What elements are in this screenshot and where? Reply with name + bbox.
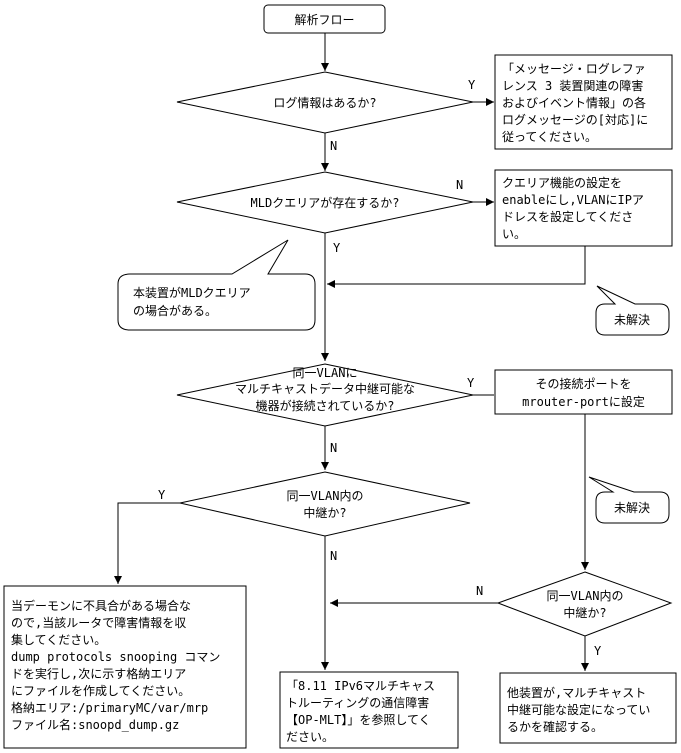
speech-bubble [588,476,670,524]
box-text-line: にファイルを作成してください。 [11,684,190,698]
decision-diamond [176,171,474,234]
box-text-line: 「メッセージ・ログレファ [502,62,646,76]
process-box [494,369,673,415]
box-text-line: およびイベント情報」の各 [502,95,646,110]
decision-label: 中継か? [563,605,606,620]
decision-diamond [179,471,471,537]
box-text-line: ので,当該ルータで障害情報を収 [11,615,186,630]
box-text-line: enableにし,VLANにIPア [502,193,644,207]
decision-log-info: ログ情報はあるか? [176,71,474,134]
edge-label-mld-yes: Y [333,241,341,255]
box-text-line: 【OP-MLT】」を参照してく [286,712,431,727]
box-text-line: dump protocols snooping コマン [11,650,220,664]
box-text-line: クエリア機能の設定を [502,175,622,190]
decision-same-vlan-connected: 同一VLANに マルチキャストデータ中継可能な 機器が接続されているか? [176,363,474,427]
box-text-line: 従ってください。 [502,130,597,144]
decision-label: 同一VLANに [293,366,358,380]
box-text-line: 格納エリア:/primaryMC/var/mrp [11,700,208,715]
box-collect-fault-info: 当デーモンに不具合がある場合な ので,当該ルータで障害情報を収 集してください。… [3,585,247,749]
edge-label-relay-right-yes: Y [594,644,602,658]
box-mrouter-port: その接続ポートを mrouter-portに設定 [494,369,673,415]
edge-label-log-no: N [330,139,337,153]
edge-label-relay-right-no: N [476,584,483,598]
decision-label: 中継か? [303,505,346,520]
box-other-device-check: 他装置が,マルチキャスト 中継可能な設定になってい るかを確認する。 [499,672,677,744]
edge-label-vlan-connected-yes: Y [467,376,475,390]
decision-label: 同一VLAN内の [287,489,364,503]
process-box [3,585,247,749]
decision-mld-querier: MLDクエリアが存在するか? [176,171,474,234]
speech-bubble [595,285,670,336]
decision-same-vlan-relay-left: 同一VLAN内の 中継か? [179,471,471,537]
box-ipv6-multicast-ref: 「8.11 IPv6マルチキャス トルーティングの通信障害 【OP-MLT】」を… [279,671,459,749]
box-message-log-ref: 「メッセージ・ログレファ レンス 3 装置関連の障害 およびイベント情報」の各 … [494,54,673,150]
box-text-line: その接続ポートを [535,376,631,391]
box-text-line: 当デーモンに不具合がある場合な [11,598,191,613]
process-box [494,54,673,150]
edge-querier-unresolved-return [327,246,586,288]
callout-text-line: の場合がある。 [133,303,217,318]
callout-text-line: 本装置がMLDクエリア [133,285,251,300]
decision-diamond [496,571,673,637]
decision-label: ログ情報はあるか? [273,96,376,110]
decision-same-vlan-relay-right: 同一VLAN内の 中継か? [496,571,673,637]
box-text-line: トルーティングの通信障害 [286,695,429,710]
edge-label-relay-left-no: N [330,549,337,563]
edge-labels: Y N N Y Y N Y N N Y [158,78,602,658]
box-querier-setting: クエリア機能の設定を enableにし,VLANにIPア ドレスを設定してくださ… [494,169,673,247]
decision-diamond [176,71,474,134]
process-box [494,169,673,247]
box-text-line: ださい。 [286,730,334,744]
box-text-line: ドを実行し,次に示す格納エリア [11,666,186,681]
edge-label-mld-no: N [456,178,463,192]
edge-label-vlan-connected-no: N [330,441,337,455]
process-box [499,672,677,744]
edge-label-relay-left-yes: Y [158,488,166,502]
start-terminal [263,4,386,34]
box-text-line: ファイル名:snoopd_dump.gz [11,717,179,732]
callout-text: 未解決 [614,501,650,515]
callout-device-is-querier: 本装置がMLDクエリア の場合がある。 [117,239,316,331]
box-text-line: レンス 3 装置関連の障害 [502,78,643,93]
box-text-line: ドレスを設定してくださ [502,209,633,224]
decision-label: マルチキャストデータ中継可能な [235,381,415,396]
start-node: 解析フロー [263,4,386,34]
callout-unresolved-1: 未解決 [595,285,670,336]
speech-bubble [117,239,316,331]
start-label: 解析フロー [294,13,354,27]
box-text-line: mrouter-portに設定 [522,394,645,409]
box-text-line: るかを確認する。 [507,719,603,734]
box-text-line: ログメッセージの[対応]に [502,113,648,127]
box-text-line: 集してください。 [11,632,106,647]
callout-text: 未解決 [614,313,650,327]
decision-label: 同一VLAN内の [547,589,624,603]
connectors [114,33,589,671]
edge-relay-left-yes [114,502,180,584]
box-text-line: 「8.11 IPv6マルチキャス [286,679,435,693]
box-text-line: 他装置が,マルチキャスト [507,685,646,700]
edge-label-log-yes: Y [468,78,476,92]
process-box [279,671,459,749]
callout-unresolved-2: 未解決 [588,476,670,524]
box-text-line: い。 [502,227,526,241]
decision-label: 機器が接続されているか? [256,398,395,413]
decision-label: MLDクエリアが存在するか? [251,195,400,210]
box-text-line: 中継可能な設定になってい [507,702,650,717]
decision-diamond [176,363,474,427]
